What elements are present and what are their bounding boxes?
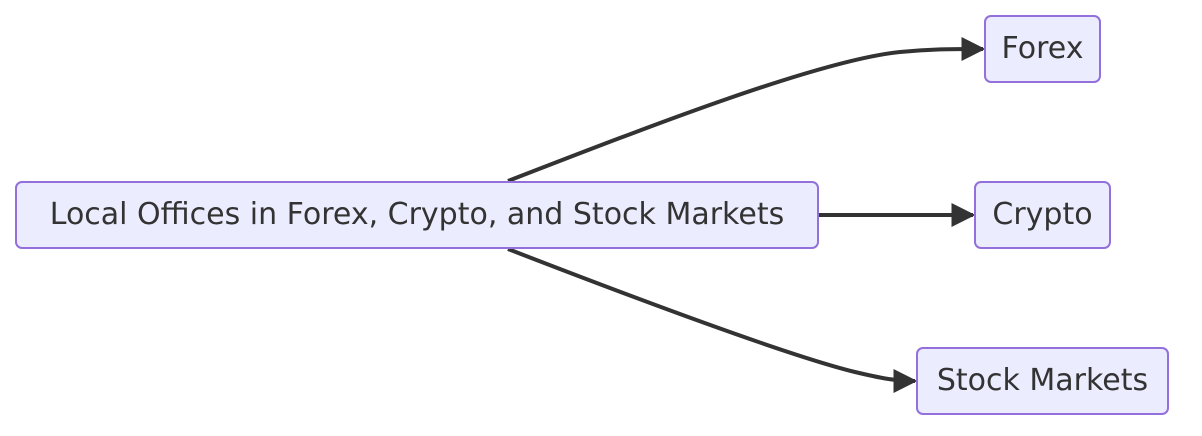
node-crypto-label: Crypto [992,197,1093,232]
node-forex[interactable]: Forex [984,15,1101,83]
node-stock-markets-label: Stock Markets [936,363,1149,398]
node-local-offices-label: Local Offices in Forex, Crypto, and Stoc… [49,197,785,232]
node-local-offices[interactable]: Local Offices in Forex, Crypto, and Stoc… [15,181,819,249]
edge-root-to-stock [507,247,918,393]
node-stock-markets[interactable]: Stock Markets [916,347,1169,415]
node-forex-label: Forex [1001,31,1084,66]
edge-root-to-forex [507,37,986,183]
node-crypto[interactable]: Crypto [974,181,1111,249]
